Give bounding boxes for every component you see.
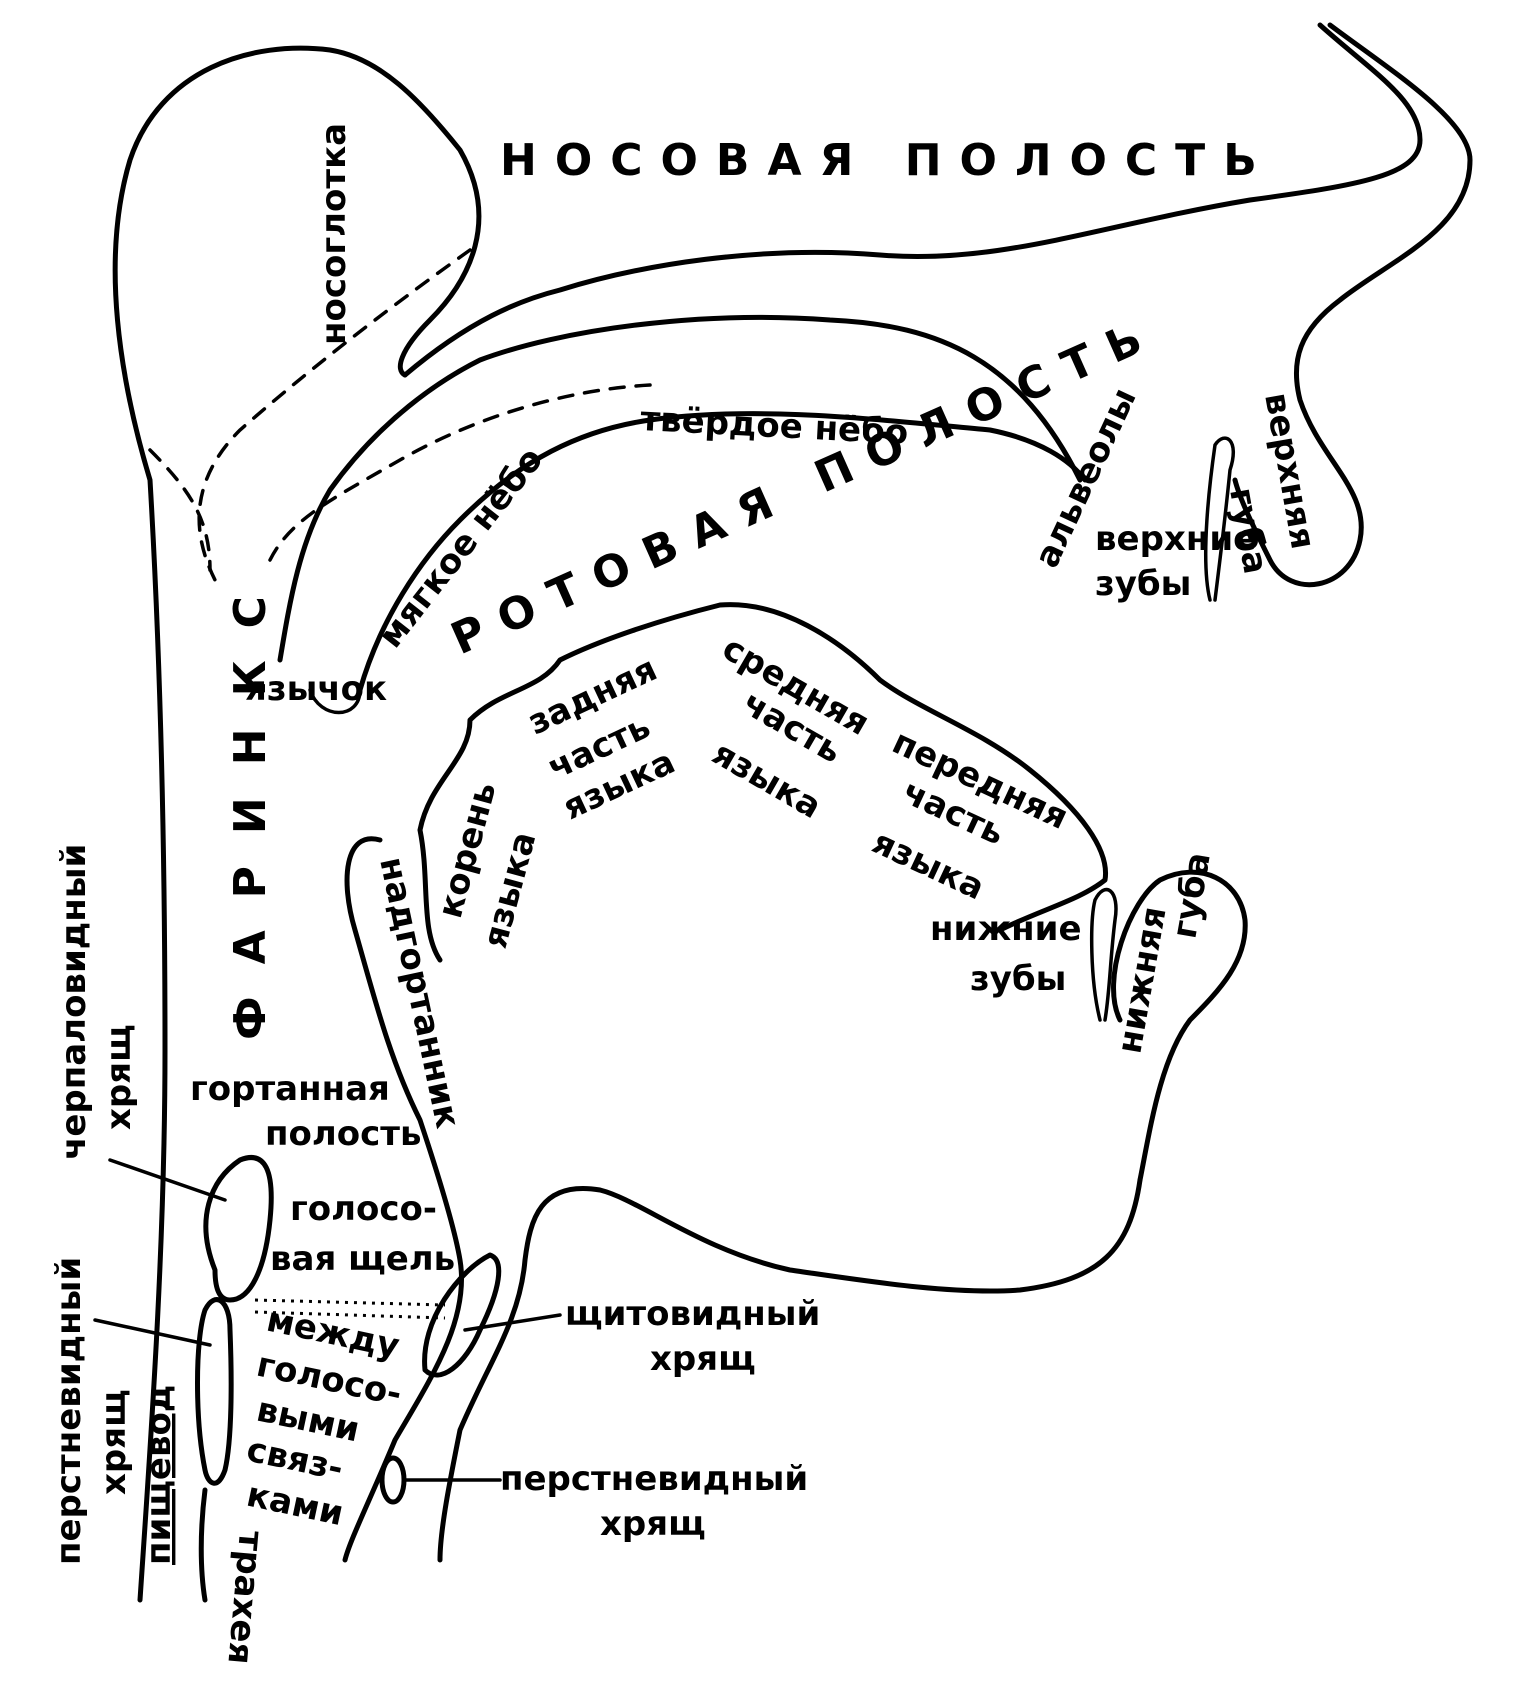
lower-lip-outline	[1111, 869, 1248, 1183]
label-glottis-2: вая щель	[270, 1239, 455, 1279]
label-arytenoid-2: хрящ	[99, 1024, 139, 1130]
chin-outline	[437, 1177, 1143, 1563]
nasopharynx-dash-1	[197, 248, 472, 582]
label-laryngeal-cavity-2: полость	[265, 1114, 421, 1154]
thyroid-leader	[463, 1313, 562, 1332]
pharynx-dash	[148, 448, 212, 572]
label-glottis-1: голосо-	[290, 1189, 437, 1229]
cricoid-left-leader	[93, 1318, 212, 1347]
label-lower-teeth-1: нижние	[930, 909, 1082, 949]
label-lower-lip-2: губа	[1164, 849, 1218, 941]
tongue-outline	[417, 602, 1109, 963]
uvula-outline	[308, 688, 362, 715]
soft-palate-lower	[357, 411, 1088, 693]
epiglottis-outline	[342, 836, 464, 1563]
cricoid-right-oval	[379, 1455, 407, 1505]
arytenoid-oval	[203, 1155, 274, 1303]
label-thyroid-2: хрящ	[650, 1339, 756, 1379]
label-upper-teeth-1: верхние	[1095, 519, 1256, 559]
label-trachea: трахея	[219, 1529, 271, 1666]
label-uvula: язычок	[245, 669, 387, 709]
label-hard-palate: твёрдое нёбо	[640, 399, 910, 453]
thyroid-oval	[422, 1252, 502, 1378]
cricoid-left-oval	[195, 1297, 234, 1486]
label-thyroid-1: щитовидный	[565, 1294, 820, 1334]
label-upper-lip-2: губа	[1221, 485, 1275, 577]
nose-tip	[1232, 22, 1473, 588]
label-lower-lip-1: нижняя	[1109, 904, 1174, 1057]
palate-line	[277, 314, 1083, 663]
label-nasal-cavity: НОСОВАЯ ПОЛОСТЬ	[500, 135, 1275, 186]
pharynx-back-wall	[112, 45, 482, 1603]
arytenoid-leader	[108, 1158, 227, 1202]
label-arytenoid-1: черпаловидный	[54, 844, 94, 1160]
label-lower-teeth-2: зубы	[970, 959, 1066, 999]
label-pharynx: ФАРИНКС	[225, 564, 276, 1040]
label-nasopharynx: носоглотка	[314, 123, 354, 345]
label-cricoid-right-1: перстневидный	[500, 1459, 808, 1499]
label-laryngeal-cavity-1: гортанная	[190, 1069, 390, 1109]
nasopharynx-dash-2	[268, 383, 652, 562]
label-oral-cavity: РОТОВАЯ ПОЛОСТЬ	[444, 306, 1166, 665]
lower-teeth-outline	[1089, 887, 1118, 1022]
label-esophagus: пищевод	[139, 1385, 179, 1565]
upper-teeth-outline	[1203, 436, 1236, 602]
label-cricoid-right-2: хрящ	[600, 1504, 706, 1544]
label-cricoid-left-1: перстневидный	[49, 1257, 89, 1565]
label-cricoid-left-2: хрящ	[94, 1389, 134, 1495]
esophagus-tube	[198, 1487, 208, 1603]
label-upper-teeth-2: зубы	[1095, 564, 1191, 604]
nasal-cavity-floor	[402, 22, 1423, 378]
